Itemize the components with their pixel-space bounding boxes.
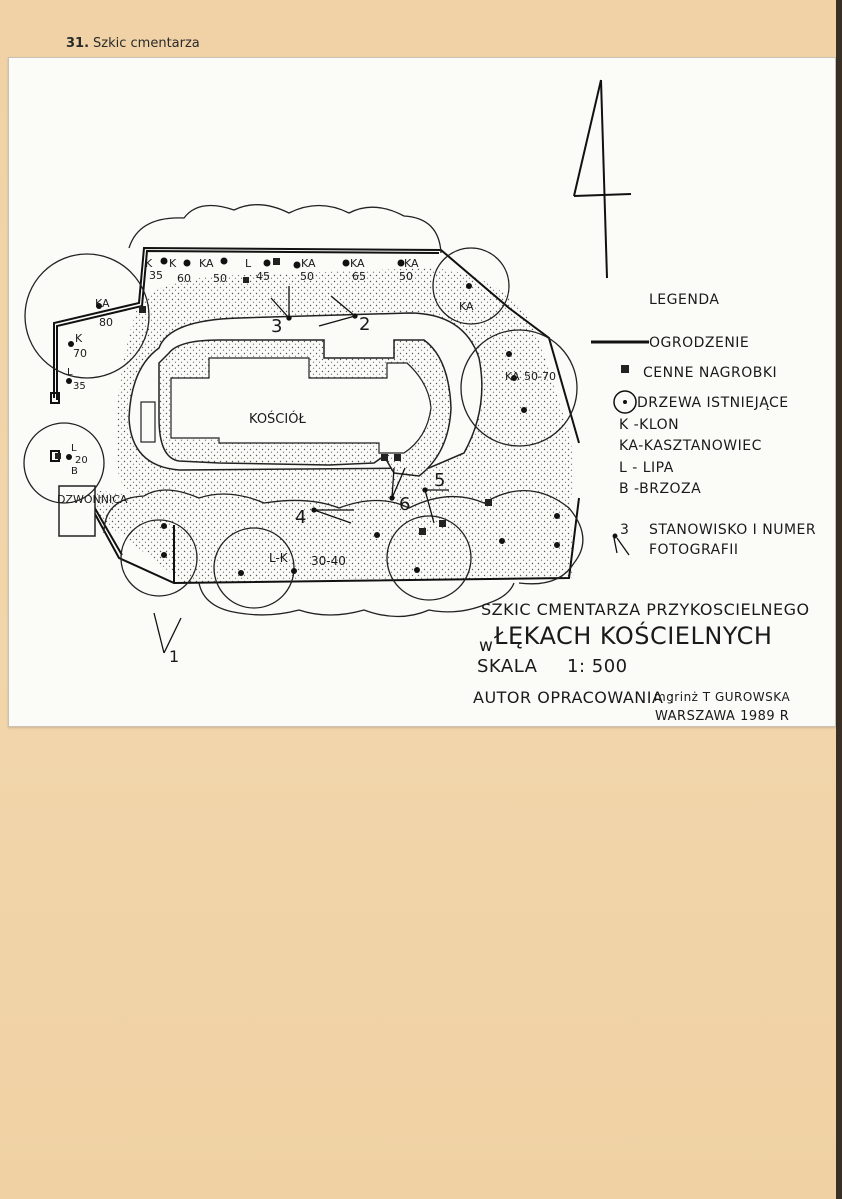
bell-tower-label: DZWONNICA [57,493,128,506]
tree-label-value: 35 [149,269,163,282]
tree-label-value: 80 [99,316,113,329]
station-3-label: 3 [271,316,282,337]
tree-label-value: 45 [256,270,270,283]
tree-label-value: 35 [73,381,86,392]
tree-trunks [66,257,560,576]
tree-label-species: K [145,257,153,270]
tree-labels: K 35 K 60 KA 50 L 45 KA 50 KA 65 KA 50 K… [67,257,556,568]
station-5-label: 5 [434,470,445,491]
tree-label-species: K [75,332,83,345]
legend-b: B -BRZOZA [619,481,701,497]
church-label: KOŚCIÓŁ [249,411,306,427]
legend-station-number: 3 [620,522,629,538]
legend: LEGENDA OGRODZENIE CENNE NAGROBKI DRZEWA… [591,292,816,558]
tree-label-species: K [169,257,177,270]
tree-label-value: 65 [352,270,366,283]
tombstone-symbol [621,365,629,373]
north-arrow [573,79,632,279]
legend-l: L - LIPA [619,460,674,476]
title-block: SZKIC CMENTARZA PRZYKOSCIELNEGO w ŁĘKACH… [473,600,810,724]
tree-label-species: KA [301,257,316,270]
place-date: WARSZAWA 1989 R [655,709,789,724]
figure-caption: 31.Szkic cmentarza [66,36,200,51]
tree-label-species: L [71,443,77,454]
tree-label-value: 50-70 [524,370,556,383]
photo-stations: 1 2 3 4 5 6 [153,286,449,666]
scale-value: 1: 500 [567,656,628,677]
binding-edge [836,0,842,1199]
station-6-label: 6 [399,494,410,515]
caption-text: Szkic cmentarza [93,36,200,51]
tree-label-value: 60 [177,272,191,285]
tree-symbol [613,390,637,414]
scale-label: SKALA [477,656,538,677]
author-name: mgrinż T GUROWSKA [654,690,790,704]
title-line2: ŁĘKACH KOŚCIELNYCH [493,620,772,650]
tree-label-species: KA [459,300,474,313]
tree-label-species: L [245,257,252,270]
tree-label-value: 50 [213,272,227,285]
legend-station-line1: STANOWISKO I NUMER [649,522,816,538]
cemetery-map: KOŚCIÓŁ DZWONNICA [23,79,816,724]
tree-label-species: L-K [269,551,289,565]
tree-label-species: B [71,466,78,477]
tree-label-species: L [67,367,73,378]
caption-number: 31. [66,36,90,51]
tree-label-value: 50 [300,270,314,283]
legend-trees: DRZEWA ISTNIEJĄCE [637,395,789,411]
station-4-label: 4 [295,507,306,528]
church: KOŚCIÓŁ [140,339,452,477]
tree-label-species: KA [95,297,110,310]
legend-station-line2: FOTOGRAFII [649,542,739,558]
title-line1: SZKIC CMENTARZA PRZYKOSCIELNEGO [481,600,810,619]
legend-fence: OGRODZENIE [649,335,749,351]
tree-label-value: 30-40 [311,554,346,568]
station-1-label: 1 [169,647,179,666]
tree-label-species: KA [404,257,419,270]
tree-label-value: 50 [399,270,413,283]
tree-label-value: 70 [73,347,87,360]
station-2-label: 2 [359,314,370,335]
legend-heading: LEGENDA [649,292,719,308]
tree-label-species: KA [199,257,214,270]
tombstones [55,258,492,535]
tree-label-value: 20 [75,455,88,466]
legend-k: K -KLON [619,417,679,433]
author-label: AUTOR OPRACOWANIA : [473,688,675,707]
station-symbol [612,533,630,556]
tree-label-species: KA [350,257,365,270]
legend-tombstones: CENNE NAGROBKI [643,365,777,381]
tree-label-species: KA [505,370,520,383]
map-sheet: KOŚCIÓŁ DZWONNICA [8,57,836,727]
title-line2-prefix: w [479,636,493,656]
legend-ka: KA-KASZTANOWIEC [619,438,762,454]
